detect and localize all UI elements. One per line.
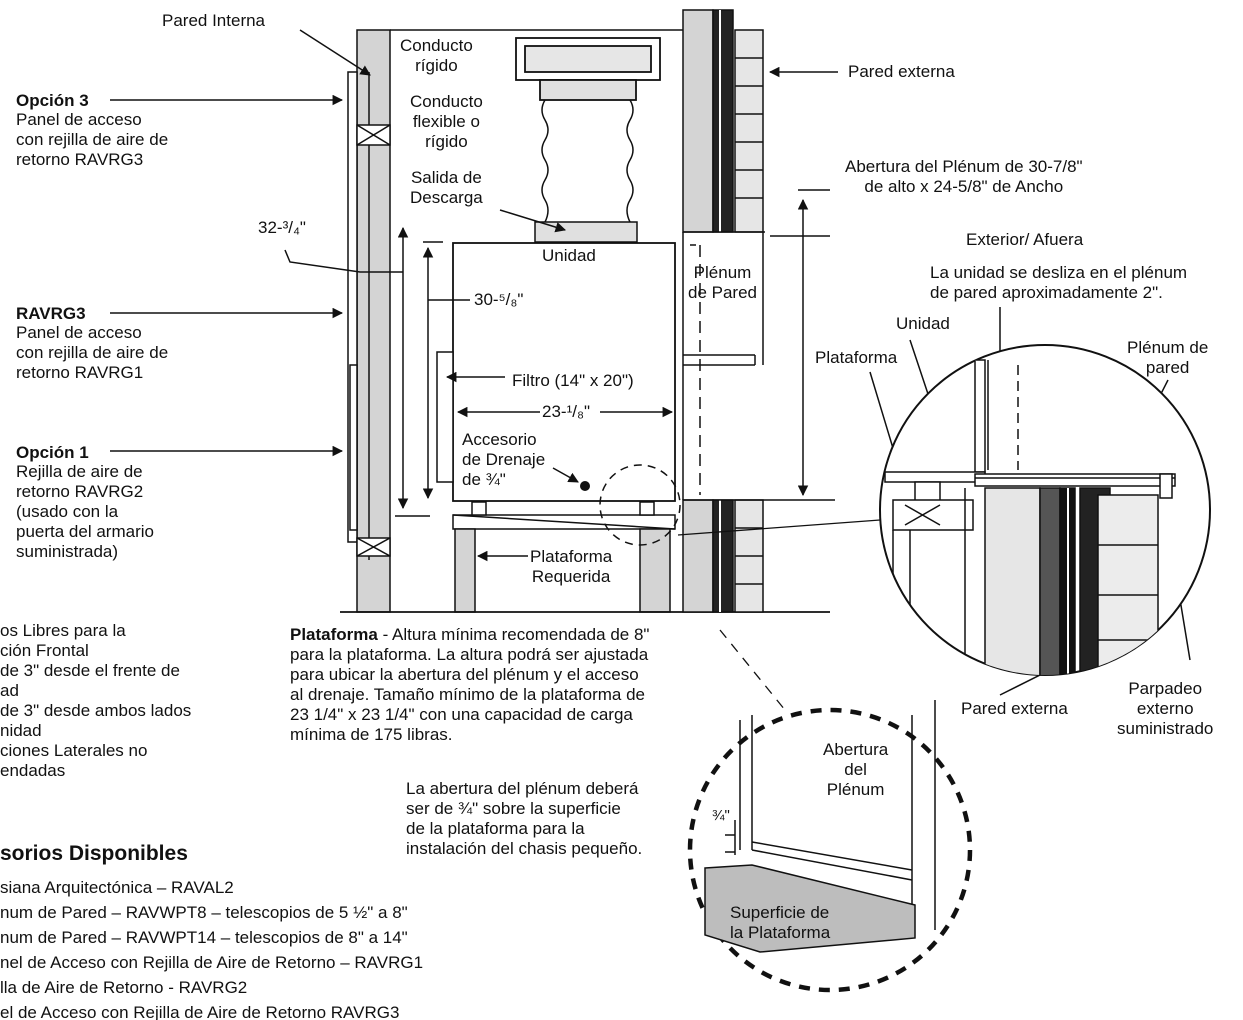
- label-dim-3-4: ¾": [712, 807, 730, 824]
- accesorio-item: num de Pared – RAVWPT14 – telescopios de…: [0, 928, 408, 947]
- label-dim-30: 30-⁵/₈": [474, 290, 524, 309]
- flexible-duct: [541, 99, 634, 223]
- interior-wall: [347, 29, 391, 613]
- label-abertura-note: La abertura del plénum deberá ser de ¾" …: [406, 779, 643, 858]
- bottom-detail-circle: [687, 700, 973, 993]
- label-pared-interna: Pared Interna: [162, 11, 266, 30]
- label-ravrg3-text: Panel de acceso con rejilla de aire de r…: [16, 323, 169, 382]
- rigid-duct: [515, 37, 661, 101]
- label-opcion3-text: Panel de acceso con rejilla de aire de r…: [16, 110, 169, 169]
- detail-circle: [879, 344, 1211, 676]
- drain-fitting-dot: [580, 481, 590, 491]
- label-accesorio-drenaje: Accesorio de Drenaje de ¾": [462, 430, 546, 489]
- label-salida-descarga: Salida de Descarga: [410, 168, 483, 207]
- plataforma-note: Plataforma - Altura mínima recomendada d…: [290, 625, 649, 745]
- detail-callout-circle: [599, 464, 681, 546]
- unit-box: [452, 242, 676, 502]
- plataforma-note-bold: Plataforma: [290, 625, 378, 644]
- exterior-wall: [682, 9, 764, 613]
- label-plenum-pared: Plénum de Pared: [688, 263, 757, 302]
- label-unidad: Unidad: [542, 246, 596, 265]
- label-ravrg3-title: RAVRG3: [16, 304, 86, 323]
- label-dim-32: 32-³/₄": [258, 218, 306, 237]
- label-superficie: Superficie de la Plataforma: [730, 903, 831, 942]
- platform: [452, 501, 676, 613]
- label-opcion3-title: Opción 3: [16, 91, 89, 110]
- label-abertura-del-plenum: Abertura del Plénum: [823, 740, 889, 799]
- label-detail-unidad: Unidad: [896, 314, 950, 333]
- accesorio-item: nel de Acceso con Rejilla de Aire de Ret…: [0, 953, 424, 972]
- wall-plenum: [682, 231, 835, 501]
- label-exterior: Exterior/ Afuera: [966, 230, 1084, 249]
- label-detail-parpadeo: Parpadeo externo suministrado: [1117, 679, 1214, 738]
- label-opcion1-text: Rejilla de aire de retorno RAVRG2 (usado…: [16, 462, 154, 561]
- label-conducto-flexible: Conducto flexible o rígido: [410, 92, 483, 151]
- dimension-lines: [284, 189, 830, 517]
- label-abertura-dim: Abertura del Plénum de 30-7/8" de alto x…: [845, 157, 1083, 196]
- accesorios-title: sorios Disponibles: [0, 842, 188, 865]
- label-opcion1-title: Opción 1: [16, 443, 89, 462]
- label-pared-externa-top: Pared externa: [848, 62, 955, 81]
- label-espacios-libres: os Libres para la ción Frontal de 3" des…: [0, 621, 192, 780]
- accesorio-item: lla de Aire de Retorno - RAVRG2: [0, 978, 248, 997]
- label-dim-23: 23-¹/₈": [542, 402, 591, 421]
- plataforma-note-text: - Altura mínima recomendada de 8" para l…: [290, 625, 650, 744]
- label-desliza: La unidad se desliza en el plénum de par…: [930, 263, 1188, 302]
- accesorio-item: siana Arquitectónica – RAVAL2: [0, 878, 234, 897]
- label-detail-pared-externa: Pared externa: [961, 699, 1068, 718]
- accesorio-item: num de Pared – RAVWPT8 – telescopios de …: [0, 903, 408, 922]
- label-filtro: Filtro (14" x 20"): [512, 371, 634, 390]
- accesorio-item: el de Acceso con Rejilla de Aire de Reto…: [0, 1003, 400, 1020]
- label-detail-plataforma: Plataforma: [815, 348, 898, 367]
- label-plataforma-requerida: Plataforma Requerida: [530, 547, 613, 586]
- label-detail-plenum-pared: Plénum de pared: [1127, 338, 1209, 377]
- label-conducto-rigido: Conducto rígido: [400, 36, 473, 75]
